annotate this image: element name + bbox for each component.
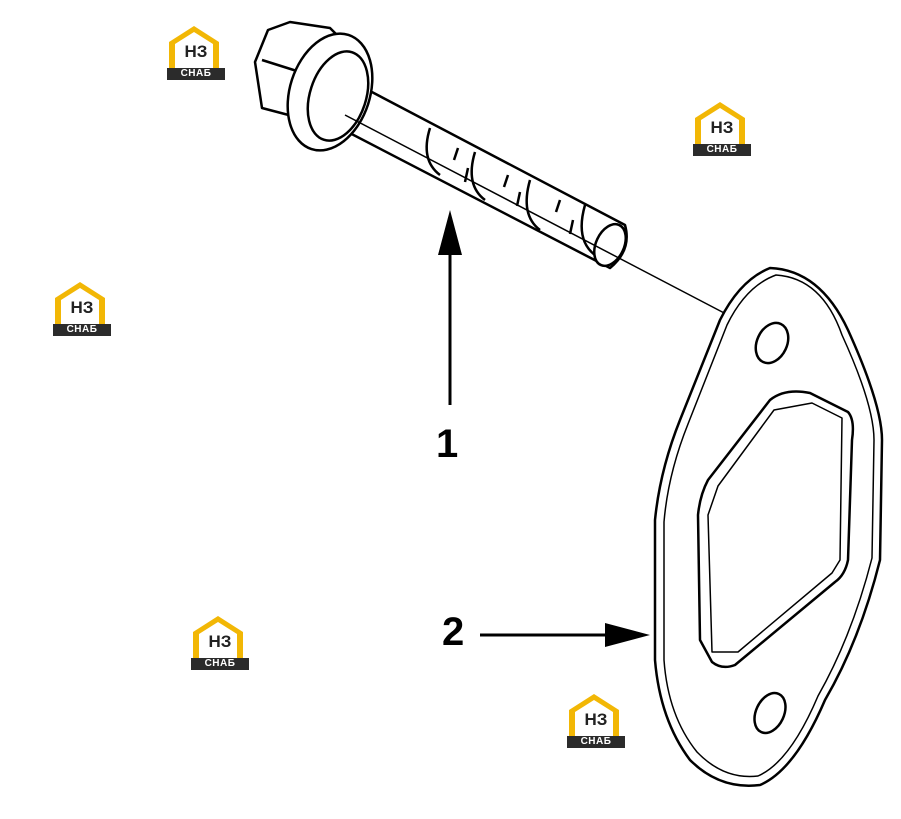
watermark-text: СНАБ bbox=[204, 658, 236, 669]
watermark-logo: НЗ СНАБ bbox=[163, 24, 225, 82]
watermark-mark: НЗ bbox=[208, 632, 232, 651]
watermark-text: СНАБ bbox=[706, 144, 738, 155]
house-icon bbox=[693, 102, 751, 156]
callout-arrow-2 bbox=[480, 623, 650, 647]
watermark-text: СНАБ bbox=[66, 324, 98, 335]
watermark-logo: НЗ СНАБ bbox=[563, 692, 625, 750]
watermark-text: СНАБ bbox=[580, 736, 612, 747]
house-icon bbox=[191, 616, 249, 670]
watermark-mark: НЗ bbox=[584, 710, 608, 729]
watermark-logo: НЗ СНАБ bbox=[49, 280, 111, 338]
house-icon bbox=[53, 282, 111, 336]
callout-label-2: 2 bbox=[442, 610, 465, 654]
watermark-logo: НЗ СНАБ bbox=[689, 100, 751, 158]
callout-label-1: 1 bbox=[436, 422, 459, 466]
assembly-axis-line bbox=[344, 114, 729, 316]
watermark-mark: НЗ bbox=[710, 118, 734, 137]
callout-arrow-1 bbox=[438, 210, 462, 405]
watermark-text: СНАБ bbox=[180, 68, 212, 79]
watermark-logo: НЗ СНАБ bbox=[187, 614, 249, 672]
house-icon bbox=[567, 694, 625, 748]
exhaust-gasket-icon bbox=[653, 266, 884, 787]
flange-bolt-icon bbox=[253, 20, 628, 270]
watermark-mark: НЗ bbox=[70, 298, 94, 317]
watermark-mark: НЗ bbox=[184, 42, 208, 61]
house-icon bbox=[167, 26, 225, 80]
